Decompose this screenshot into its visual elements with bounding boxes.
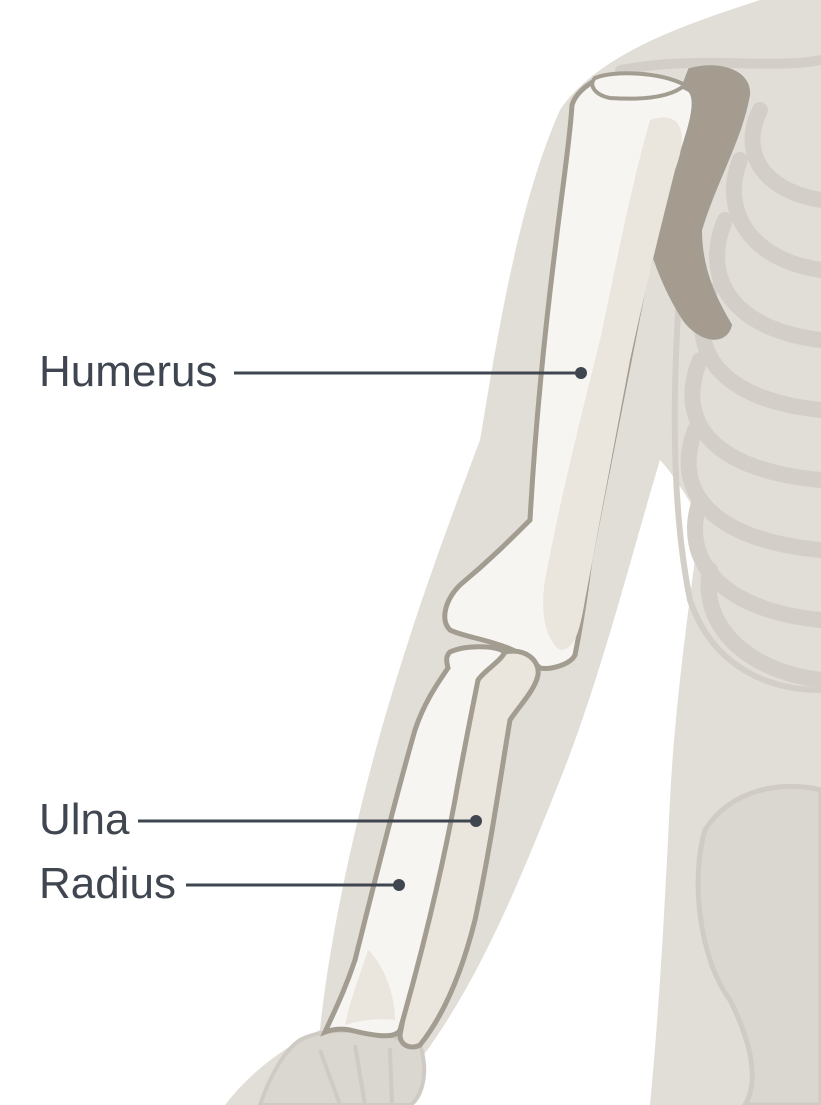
radius-shade (345, 950, 395, 1025)
humerus-head-cap (590, 71, 689, 101)
humerus-shade (543, 117, 682, 650)
ulna-leader-dot (470, 815, 482, 827)
radius-label: Radius (39, 859, 176, 908)
pelvis-faint (695, 783, 821, 1105)
radius-bone (320, 644, 509, 1039)
clavicle-faint (615, 55, 821, 75)
humerus-leader-dot (575, 367, 587, 379)
ulna-label: Ulna (39, 795, 130, 844)
humerus-label: Humerus (39, 347, 218, 396)
radius-leader-dot (393, 879, 405, 891)
